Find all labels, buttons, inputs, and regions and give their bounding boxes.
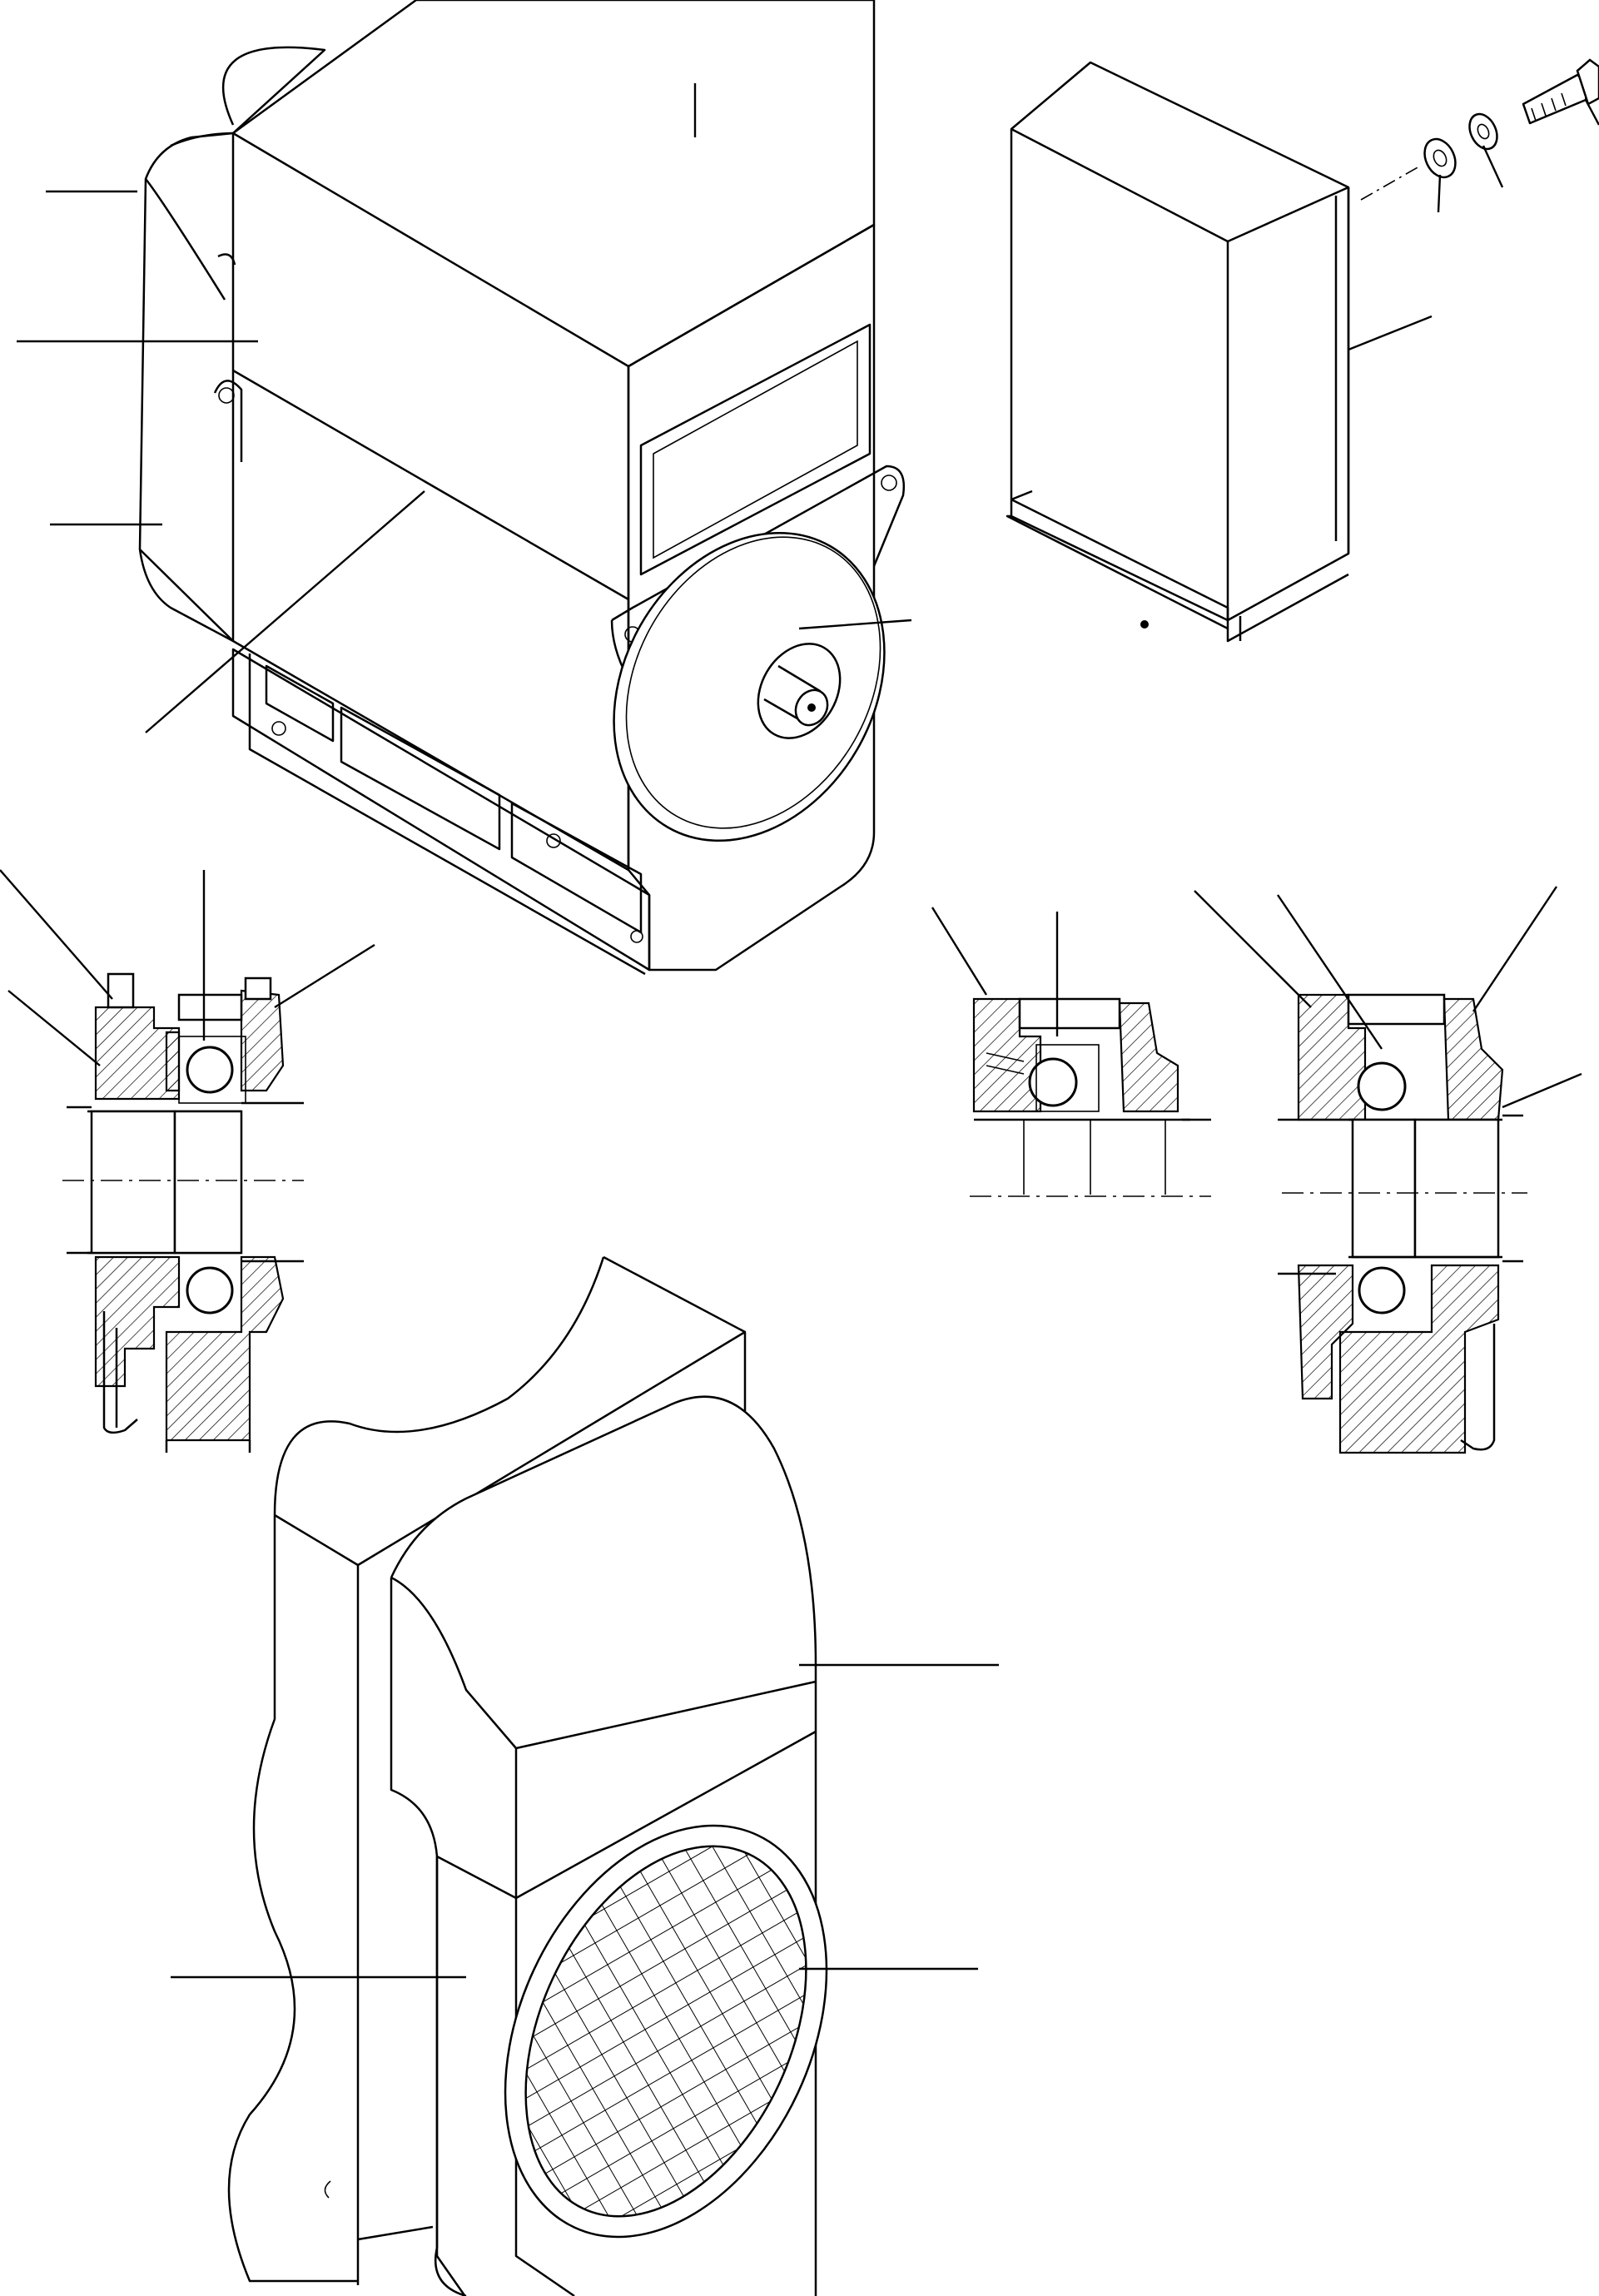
ball-bearing bbox=[186, 1046, 234, 1094]
nameplate bbox=[639, 323, 872, 576]
motor-top-face bbox=[232, 0, 876, 368]
motor-side-face bbox=[231, 133, 630, 872]
terminal-box-cover bbox=[1006, 61, 1350, 643]
leader-lines-motor bbox=[17, 83, 912, 733]
wire-mesh-screen bbox=[524, 1845, 807, 2218]
lock-washer bbox=[1468, 112, 1498, 151]
bearing-section-middle bbox=[931, 907, 1211, 1197]
hood-cutaway bbox=[227, 1256, 605, 2283]
flat-washer bbox=[1423, 137, 1457, 179]
hex-bolt bbox=[1522, 73, 1588, 125]
motor-assembly bbox=[138, 0, 906, 976]
bearing-section-left bbox=[0, 869, 375, 1453]
cover-hardware bbox=[1360, 58, 1599, 213]
fan-cover-screen bbox=[171, 1255, 999, 2296]
motor-end-face bbox=[627, 223, 876, 972]
leader-lines-cover bbox=[1348, 315, 1433, 351]
bearing-section-right bbox=[1194, 886, 1582, 1454]
end-bell-cover bbox=[613, 531, 886, 842]
